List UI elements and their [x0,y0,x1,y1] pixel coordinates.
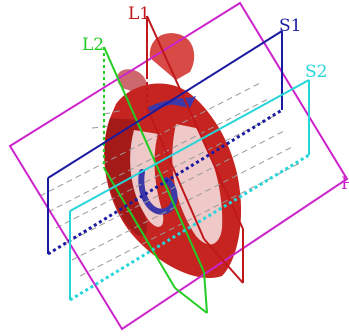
label-h: H [341,174,349,194]
label-s1: S1 [279,16,301,36]
label-s2: S2 [305,62,327,82]
label-l2: L2 [82,35,104,55]
label-l1: L1 [128,4,150,24]
